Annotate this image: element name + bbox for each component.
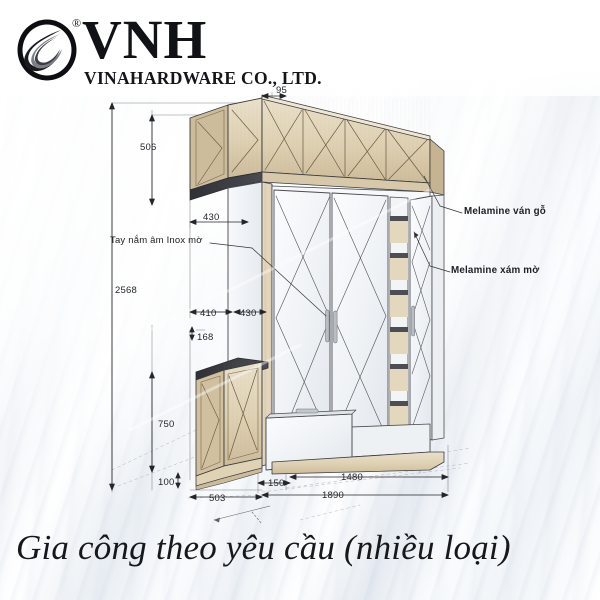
dimension-label-drawer-offset: 150 — [268, 478, 285, 489]
drawer-handle — [295, 408, 319, 414]
brand-name: VNH — [82, 9, 208, 70]
dimension-label-base-depth: 503 — [209, 493, 226, 504]
vnh-oval-swoosh-logo — [17, 19, 77, 81]
dimension-label-plinth-height: 100 — [158, 477, 175, 488]
dimension-label-toe-offset: 168 — [197, 332, 214, 343]
dimension-label-overall-width: 1890 — [322, 490, 344, 501]
annotation-grey-melamine: Melamine xám mờ — [451, 265, 540, 276]
dimension-label-upper-cabinet-height: 506 — [140, 142, 157, 153]
brand-tagline: VINAHARDWARE CO., LTD. — [84, 68, 322, 88]
door-handle-right-wing — [411, 305, 415, 337]
brand-logo-block: ® VNH VINAHARDWARE CO., LTD. — [16, 9, 322, 90]
annotation-handle-note: Tay nắm âm Inox mờ — [110, 235, 203, 246]
annotation-wood-melamine: Melamine ván gỗ — [464, 206, 546, 217]
dimension-label-total-height: 2568 — [115, 285, 137, 296]
dimension-label-upper-cabinet-depth: 430 — [203, 212, 220, 223]
door-handle-right — [333, 310, 338, 344]
dimension-label-wardrobe-width: 1480 — [341, 472, 363, 483]
dimension-label-lower-left-width: 410 — [200, 308, 217, 319]
registered-trademark-icon: ® — [72, 16, 82, 30]
dimension-label-base-cabinet-height: 750 — [158, 419, 175, 430]
caption-text: Gia công theo yêu cầu (nhiều loại) — [16, 528, 511, 567]
door-handle-left — [325, 309, 330, 343]
dimension-label-top-gap: 95 — [276, 85, 287, 96]
dimension-label-column-width: 430 — [240, 308, 257, 319]
header-backdrop — [0, 0, 600, 96]
